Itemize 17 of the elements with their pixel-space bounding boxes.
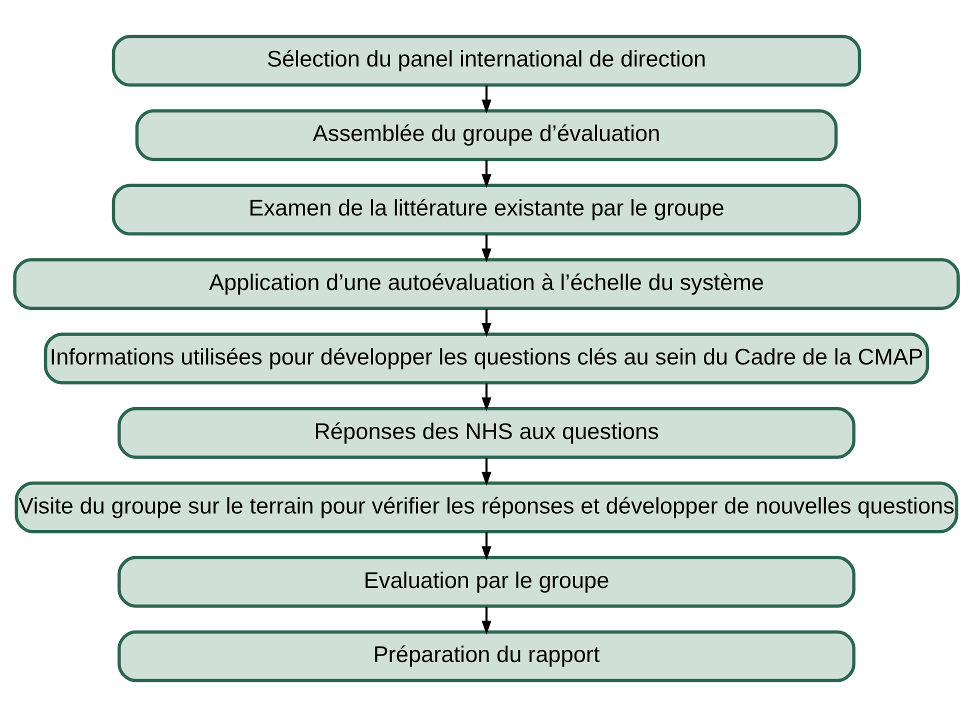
node-box: Evaluation par le groupe [118,556,856,608]
arrow [482,86,492,114]
arrow [482,309,492,337]
arrow [482,234,492,262]
arrow [482,606,492,635]
arrow [482,160,492,188]
node-box: Sélection du panel international de direction [112,34,862,87]
arrow [482,458,492,486]
node-box: Examen de la littérature existante par le groupe [112,184,862,236]
node-box: Réponses des NHS aux questions [118,407,856,459]
node-box: Application d’une autoévaluation à l’échelle du système [13,258,960,310]
node-box: Assemblée du groupe d’évaluation [135,109,838,162]
node-box: Visite du groupe sur le terrain pour vérifier les réponses et développer de nouvelles questions [14,481,958,534]
arrow [482,383,492,412]
node-box: Informations utilisées pour développer les questions clés au sein du Cadre de la CMAP [44,332,930,384]
node-box: Préparation du rapport [118,630,856,682]
arrow [482,532,492,560]
